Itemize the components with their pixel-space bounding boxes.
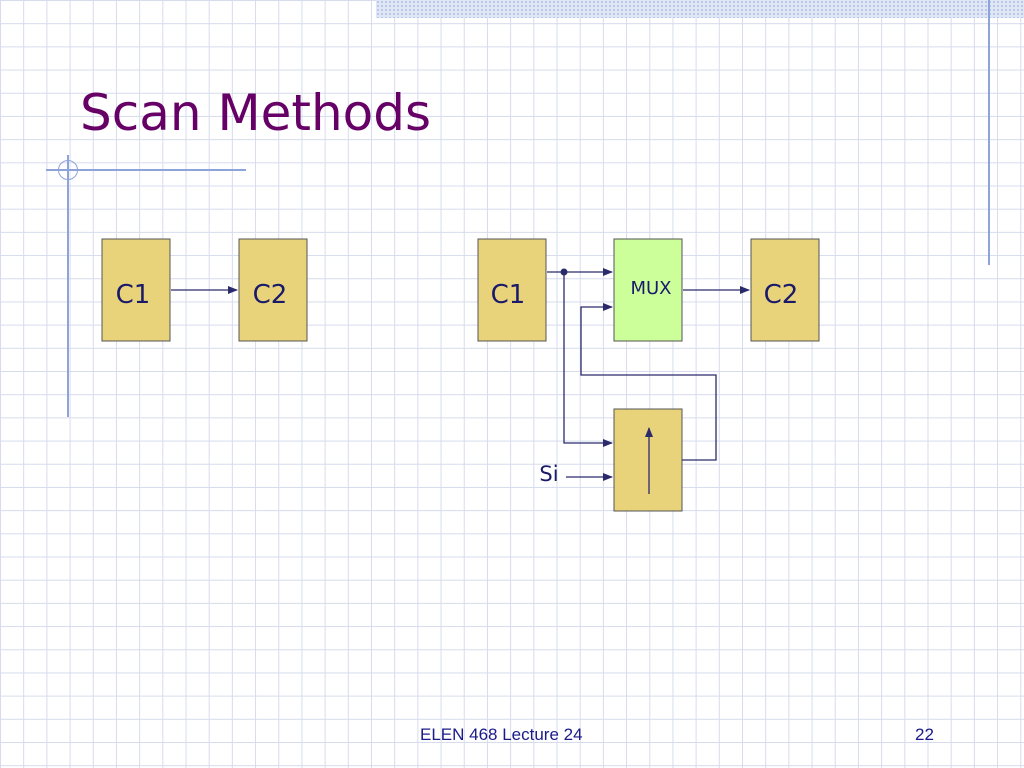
right-block-c1: [477, 238, 547, 342]
right-block-c2: [750, 238, 820, 342]
page-number: 22: [915, 725, 934, 744]
left-diagram: C1 C2: [101, 238, 308, 342]
mux-label: MUX: [630, 278, 671, 299]
page-title: Scan Methods: [80, 84, 432, 142]
scan-input-label: Si: [539, 462, 558, 486]
left-block-c1: [101, 238, 171, 342]
scan-flip-flop-block: [613, 408, 683, 512]
title-underline: [46, 169, 246, 171]
left-block-c2: [238, 238, 308, 342]
left-block-c1-label: C1: [116, 280, 151, 310]
mux-block: [613, 238, 683, 342]
top-decorative-band: [376, 0, 1024, 18]
right-diagram: C1 MUX C2 Si: [477, 238, 820, 512]
right-block-c1-label: C1: [491, 280, 526, 310]
scan-block-to-mux-wire: [580, 303, 717, 461]
right-block-c2-label: C2: [764, 280, 799, 310]
right-decorative-line: [988, 0, 990, 265]
decorative-circle-icon: [58, 160, 78, 180]
left-decorative-line: [67, 155, 69, 417]
c1-to-scan-block-wire: [563, 272, 613, 447]
footer-lecture-label: ELEN 468 Lecture 24: [420, 725, 583, 744]
left-block-c2-label: C2: [253, 280, 288, 310]
